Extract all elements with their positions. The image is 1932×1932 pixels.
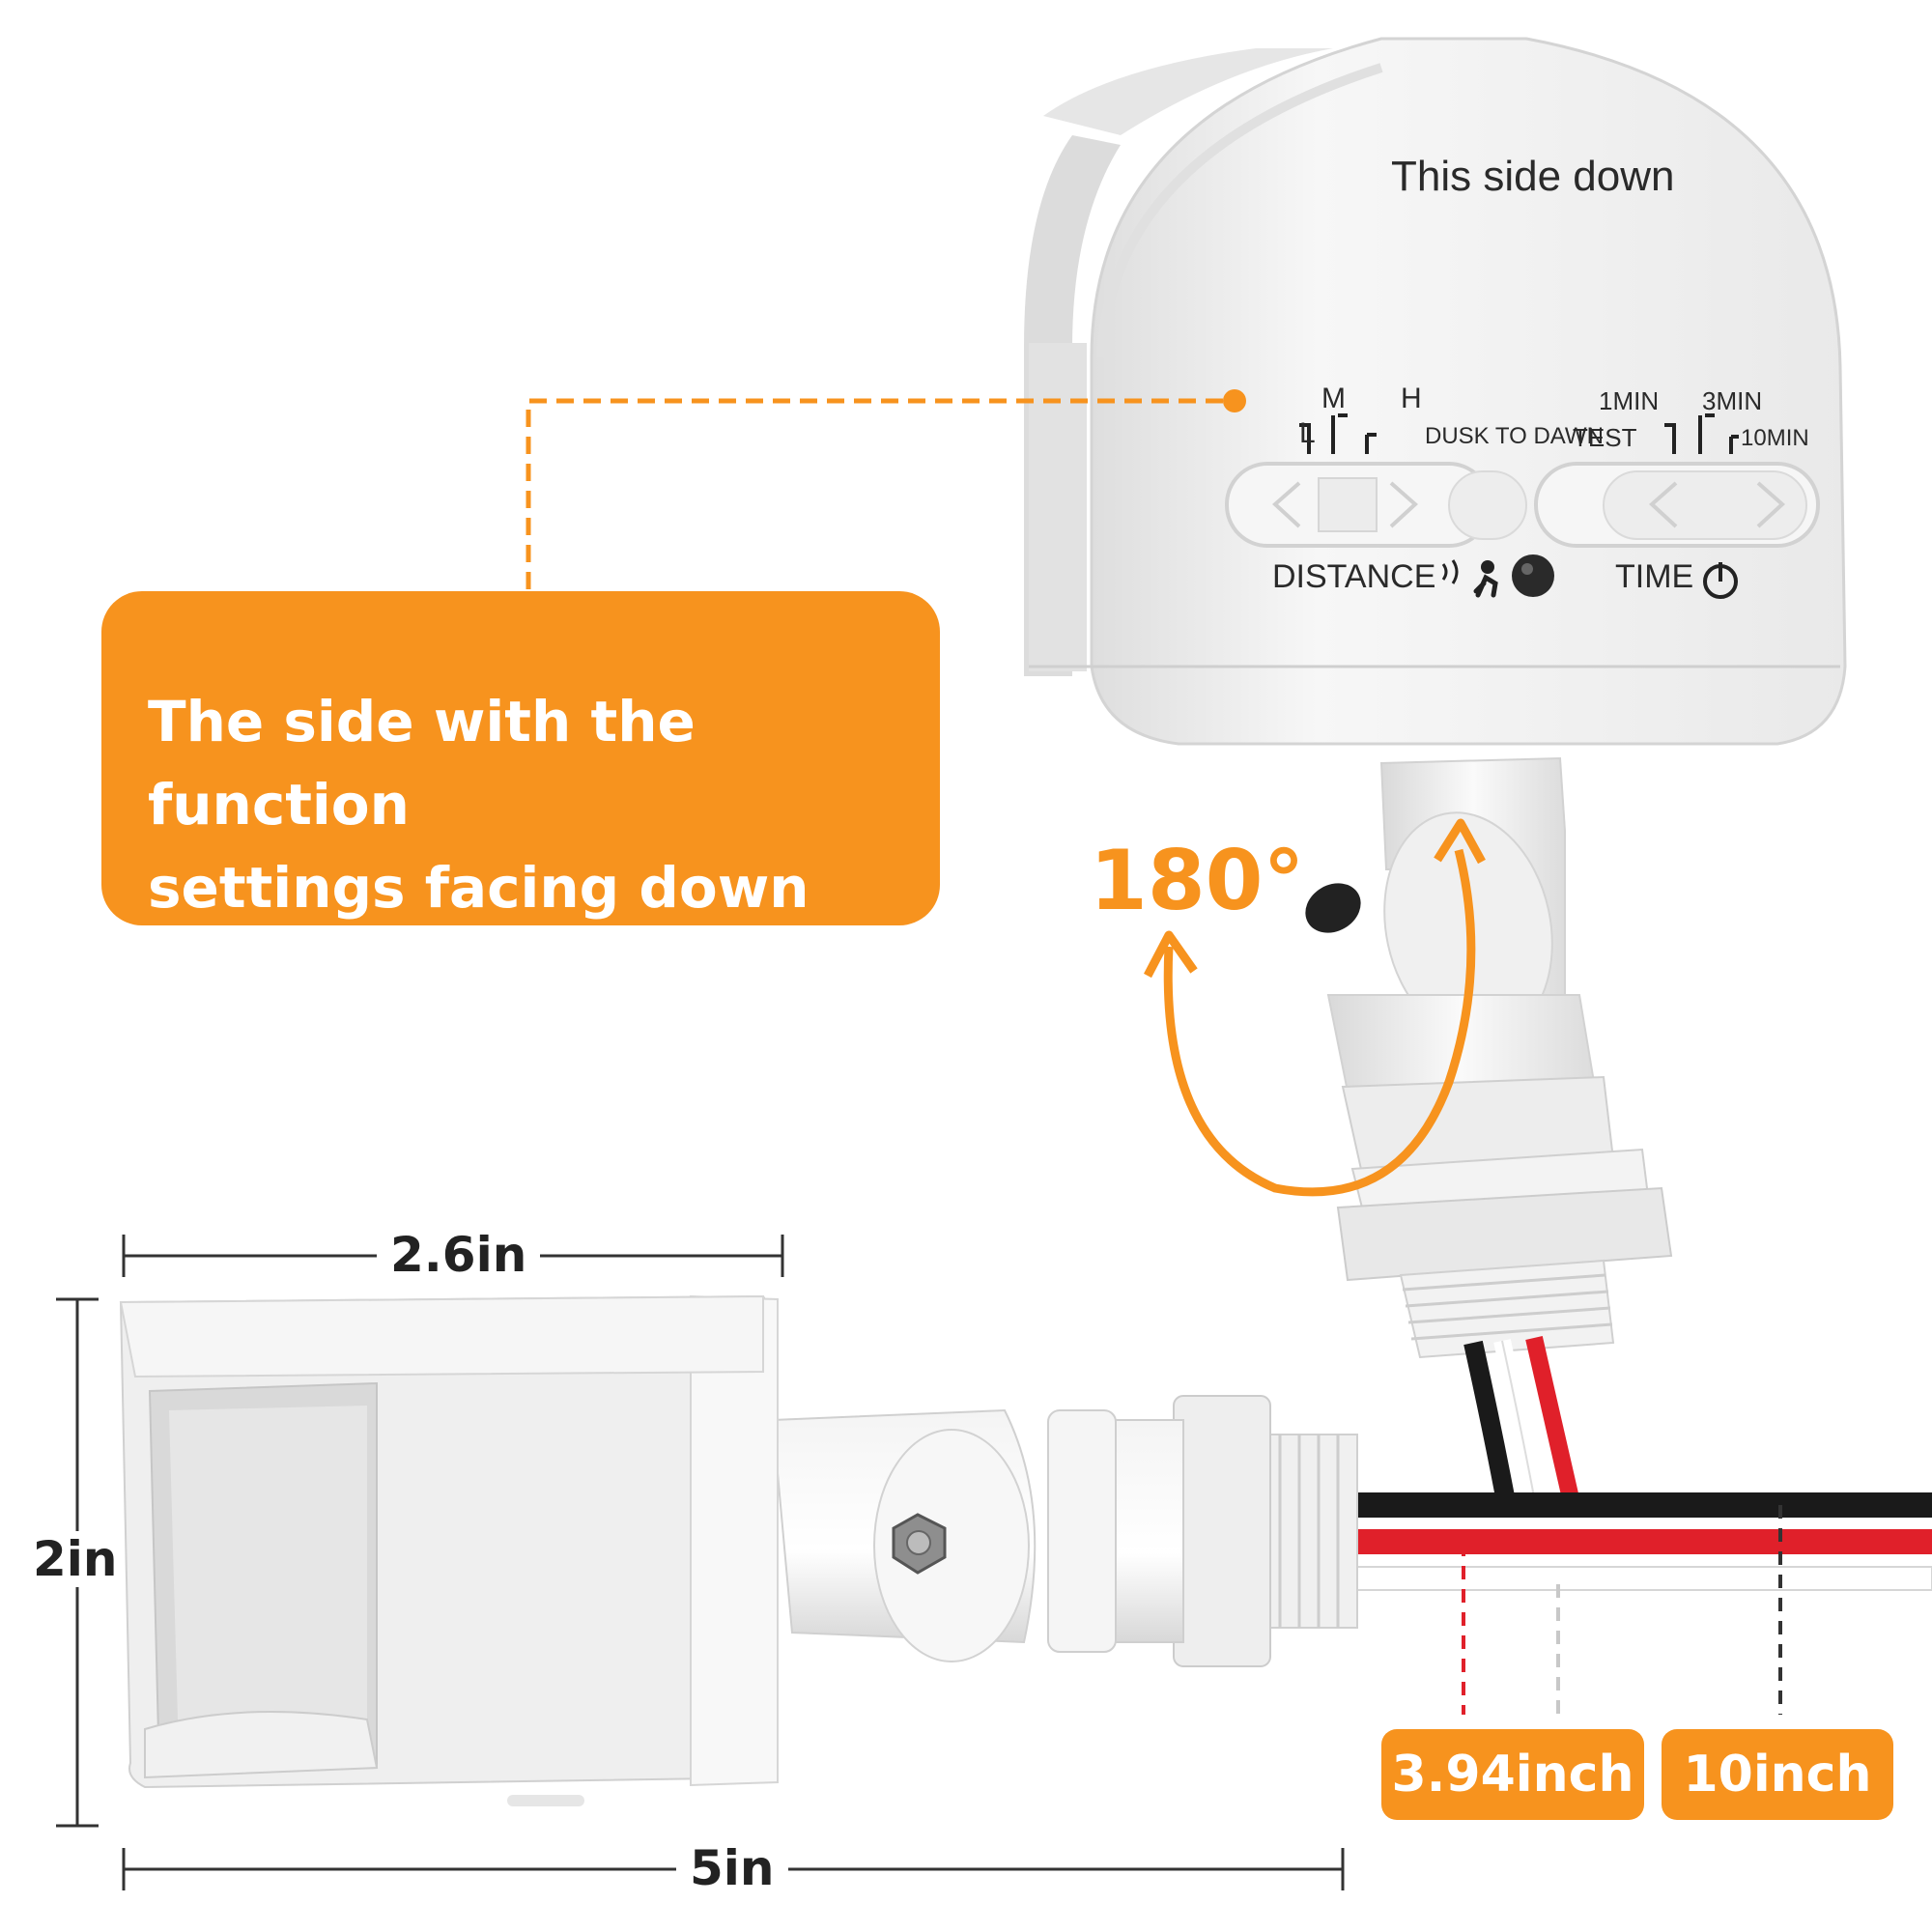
wires-vertical xyxy=(1463,1335,1581,1509)
bottom-sensor xyxy=(119,1294,1932,1806)
test-label: TEST xyxy=(1573,423,1637,452)
sensitivity-low-mark: L xyxy=(1299,417,1316,449)
time-10min-mark: 10MIN xyxy=(1741,425,1809,451)
motion-person-icon xyxy=(1441,559,1498,598)
light-sensor-icon xyxy=(1512,554,1554,597)
width-dimension-label: 2.6in xyxy=(377,1227,541,1283)
function-settings-callout: The side with the function settings faci… xyxy=(101,591,940,925)
callout-line-2: settings facing down xyxy=(148,855,810,921)
timer-icon xyxy=(1703,562,1738,599)
rotation-angle-label: 180° xyxy=(1090,833,1305,929)
wire-white xyxy=(1347,1566,1932,1591)
height-dimension-label: 2in xyxy=(27,1531,124,1587)
top-sensor xyxy=(1024,37,1847,746)
leader-line xyxy=(526,398,1227,589)
wire-length-short-badge: 3.94inch xyxy=(1381,1729,1644,1820)
wire-black xyxy=(1348,1492,1932,1518)
distance-label: DISTANCE xyxy=(1272,558,1436,595)
sensitivity-medium-mark: M xyxy=(1321,383,1346,414)
this-side-down-label: This side down xyxy=(1391,153,1675,200)
time-label: TIME xyxy=(1615,558,1694,595)
callout-line-1: The side with the function xyxy=(148,689,696,838)
time-1min-mark: 1MIN xyxy=(1599,386,1660,415)
wire-red xyxy=(1348,1529,1932,1554)
rotation-arrow xyxy=(1163,848,1476,1197)
swivel-arm-top xyxy=(1305,756,1673,1359)
dusk-to-dawn-label: DUSK TO DAWN xyxy=(1425,423,1604,449)
sensitivity-high-mark: H xyxy=(1401,383,1422,414)
length-dimension-label: 5in xyxy=(676,1840,788,1896)
wire-length-long-badge: 10inch xyxy=(1662,1729,1893,1820)
time-3min-mark: 3MIN xyxy=(1702,386,1763,415)
